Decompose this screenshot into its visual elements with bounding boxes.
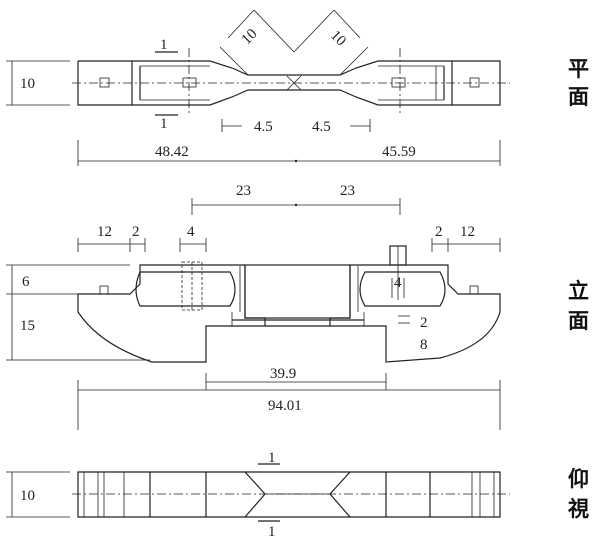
- elev-small-a-dim: 2: [420, 315, 428, 331]
- elevation-view: 23 23 12 2 4 2 12 6 15: [6, 183, 589, 430]
- elev-lower-height-dim: 15: [20, 318, 35, 334]
- plan-view: 10 1 1 10 10: [6, 9, 589, 166]
- elev-half-right-dim: 23: [340, 183, 355, 199]
- elev-end-left-dim: 12: [97, 224, 112, 240]
- elev-peg-left-dim: 4: [187, 224, 195, 240]
- diag-dim-left: 10: [239, 26, 261, 48]
- plan-left-length: 48.42: [155, 144, 189, 160]
- bottom-view-label-bottom: 視: [567, 496, 589, 521]
- elev-peg-right-dim: 4: [394, 275, 402, 291]
- bottom-view: 10 1 1 仰 視: [6, 450, 589, 540]
- elev-half-left-dim: 23: [236, 183, 251, 199]
- elev-upper-height-dim: 6: [22, 274, 30, 290]
- plan-outline: [77, 60, 501, 106]
- elevation-view-label-top: 立: [568, 278, 589, 303]
- elev-step-right-dim: 2: [435, 224, 443, 240]
- neck-dim-right: 4.5: [312, 119, 331, 135]
- elevation-view-label-bottom: 面: [568, 308, 589, 333]
- diag-dim-right: 10: [327, 28, 349, 50]
- plan-view-label-top: 平: [568, 56, 589, 81]
- elev-total-length-dim: 94.01: [268, 398, 302, 414]
- elev-small-b-dim: 8: [420, 337, 428, 353]
- bottom-view-label-top: 仰: [568, 466, 589, 491]
- elev-step-left-dim: 2: [132, 224, 140, 240]
- bottom-section-mark-top: 1: [268, 450, 276, 466]
- plan-view-label-bottom: 面: [568, 84, 589, 109]
- neck-dim-left: 4.5: [254, 119, 273, 135]
- elev-bottom-length-dim: 39.9: [270, 366, 296, 382]
- section-mark-bottom: 1: [160, 116, 168, 132]
- section-mark-top: 1: [160, 37, 168, 53]
- elev-end-right-dim: 12: [460, 224, 475, 240]
- elevation-outline: [77, 264, 501, 363]
- plan-right-length: 45.59: [382, 144, 416, 160]
- bottom-outline: [77, 471, 501, 518]
- plan-height-dim: 10: [20, 76, 35, 92]
- bottom-section-mark-bottom: 1: [268, 524, 276, 540]
- bottom-height-dim: 10: [20, 488, 35, 504]
